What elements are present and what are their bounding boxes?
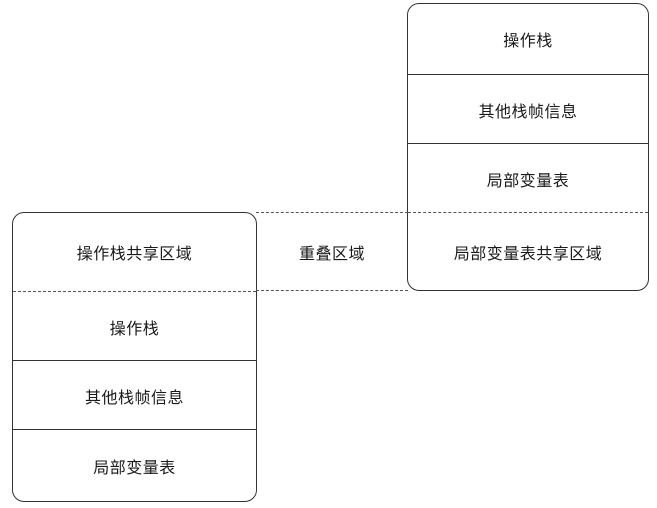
overlap-bottom-dashed-line: [256, 290, 408, 291]
local-variable-shared-region-cell: 局部变量表共享区域: [408, 212, 648, 290]
operand-stack-cell: 操作栈: [503, 31, 553, 50]
overlap-top-dashed-line: [256, 212, 408, 213]
local-variable-table-cell: 局部变量表: [13, 429, 256, 501]
operand-stack-shared-region-cell: 操作栈共享区域: [76, 244, 193, 263]
local-variable-table-cell: 局部变量表: [408, 143, 648, 213]
overlap-region-label: 重叠区域: [298, 243, 365, 263]
lower-stack-frame: 操作栈共享区域 操作栈 其他栈帧信息 局部变量表: [12, 212, 257, 502]
other-frame-info-cell: 其他栈帧信息: [13, 360, 256, 430]
upper-stack-frame: 操作栈 其他栈帧信息 局部变量表 局部变量表共享区域: [407, 3, 649, 291]
operand-stack-cell: 操作栈: [13, 291, 256, 361]
other-frame-info-cell: 其他栈帧信息: [408, 74, 648, 144]
